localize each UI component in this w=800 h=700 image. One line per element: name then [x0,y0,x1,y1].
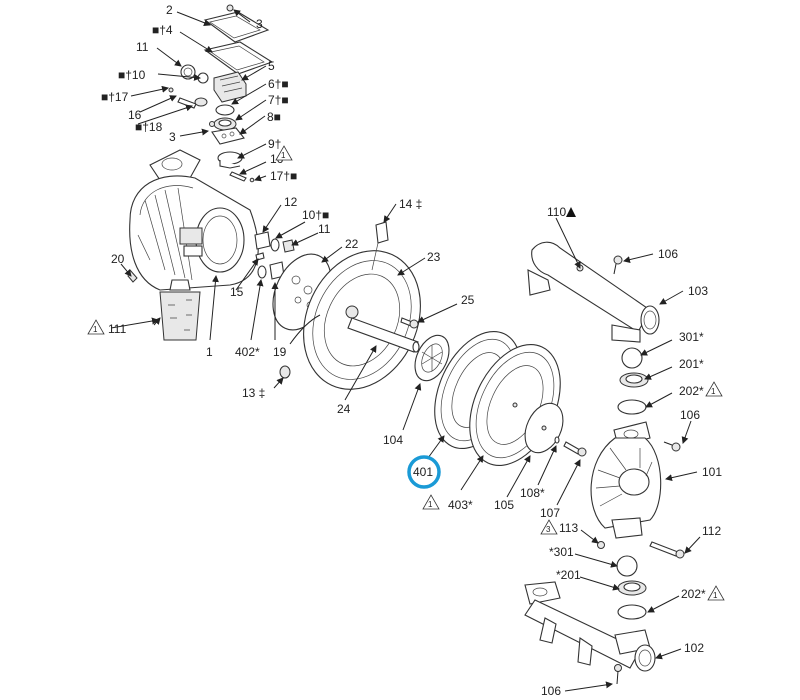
label-6: 6†■ [268,77,289,91]
air-plate-104 [414,334,450,382]
fluid-cover-101 [590,421,681,539]
svg-text:1: 1 [711,387,716,396]
label-11-mid: 11 [318,222,331,236]
label-105: 105 [494,498,514,512]
label-17-mid: 17†■ [270,169,297,183]
label-16-top: 16 [128,108,142,122]
label-2: 2 [166,3,173,17]
outlet-manifold-103 [527,241,660,343]
label-20: 20 [111,252,125,266]
label-108: 108* [520,486,545,500]
part-labels: 2 3 ■†4 11 5 ■†10 6†■ ■†17 7†■ 16 8■ ■†1… [101,3,722,698]
label-8: 8■ [267,110,281,124]
label-201-bottom: *201 [556,568,581,582]
label-7: 7†■ [268,93,289,107]
bolt-106-bottom [614,664,622,685]
bearings-and-seals [254,231,295,280]
label-112: 112 [702,524,721,538]
highlight-circle-401 [407,455,441,489]
label-11-top: 11 [136,40,149,54]
screw-20 [127,269,138,283]
label-101: 101 [702,465,722,479]
check-ball-seat-top [617,347,649,415]
warning-triangle-icon: 1 [275,145,293,161]
label-107: 107 [540,506,560,520]
label-301-bottom: *301 [549,545,574,559]
pin-and-cup [168,87,208,109]
black-triangle-marker [566,207,576,217]
label-3-top: 3 [256,17,263,31]
label-110: 110 [547,205,566,219]
label-1: 1 [206,345,213,359]
label-17-top: ■†17 [101,90,129,104]
svg-text:1: 1 [428,500,433,509]
leader-lines [110,9,701,692]
svg-text:1: 1 [713,591,718,600]
bolt-112 [649,541,685,559]
label-19: 19 [273,345,287,359]
label-202-top: 202* [679,384,704,398]
bolt-107 [563,441,587,457]
label-201-top: 201* [679,357,704,371]
warning-triangle-icon: 1 [705,381,723,397]
label-401: 401 [413,465,433,479]
label-5: 5 [268,59,275,73]
label-106-top: 106 [658,247,678,261]
pin-lower [229,171,255,183]
label-14: 14 ‡ [399,197,422,211]
center-housing [129,149,259,291]
label-202-bottom: 202* [681,587,706,601]
warning-triangle-icon: 1 [87,319,105,335]
valve-clip [217,151,243,169]
label-3-mid: 3 [169,130,176,144]
bolt-25 [400,317,419,329]
label-10-top: ■†10 [118,68,146,82]
label-102: 102 [684,641,704,655]
warning-triangle-icon: 3 [540,519,558,535]
label-9: 9† [268,137,281,151]
svg-text:1: 1 [281,151,286,160]
svg-text:1: 1 [93,325,98,334]
svg-text:3: 3 [546,525,551,534]
label-106-mid: 106 [680,408,700,422]
warning-triangle-icon: 1 [707,585,725,601]
label-10-mid: 10†■ [302,208,329,222]
plug-13 [279,365,291,379]
inlet-manifold-102 [524,581,656,672]
air-fitting-14 [371,221,389,271]
shaft-24 [347,317,420,353]
bolt-106-top [613,255,623,275]
label-301-top: 301* [679,330,704,344]
label-111: 111 [108,322,127,336]
label-402: 402* [235,345,260,359]
label-25: 25 [461,293,475,307]
label-12: 12 [284,195,298,209]
valve-carriage [213,71,247,103]
valve-plug [180,64,209,84]
air-valve-cover [203,11,270,43]
label-15: 15 [230,285,244,299]
label-103: 103 [688,284,708,298]
label-113: 113 [559,521,578,535]
label-106-bottom: 106 [541,684,561,698]
valve-seals [213,104,237,131]
check-ball-seat-bottom [616,555,647,620]
label-104: 104 [383,433,403,447]
label-18: ■†18 [135,120,163,134]
air-cover-23 [303,250,421,390]
label-13: 13 ‡ [242,386,265,400]
label-403: 403* [448,498,473,512]
muffler [159,279,201,341]
label-23: 23 [427,250,441,264]
label-4: ■†4 [152,23,173,37]
warning-triangle-icon: 1 [422,494,440,510]
valve-gasket [203,41,274,75]
oring-108 [554,436,560,444]
label-24: 24 [337,402,351,416]
label-22: 22 [345,237,359,251]
valve-plate [209,121,245,145]
screw-top [226,4,234,12]
fluid-plate-105 [524,402,564,454]
nut-113 [597,541,605,549]
